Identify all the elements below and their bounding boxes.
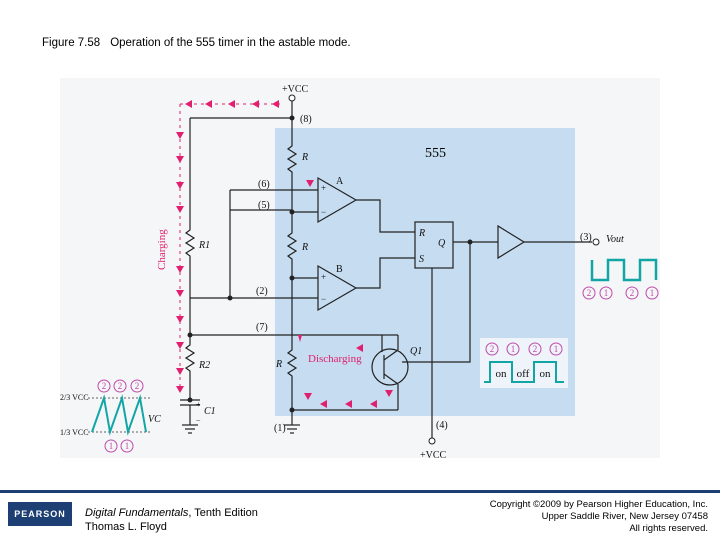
- vcc-bottom-label: +VCC: [420, 450, 447, 461]
- pin-5-label: (5): [258, 200, 270, 211]
- pin-2-label: (2): [256, 286, 268, 297]
- cap-bottom-1: 1: [109, 441, 114, 451]
- book-credit: Digital Fundamentals, Tenth Edition Thom…: [85, 506, 258, 534]
- pearson-logo: PEARSON: [8, 502, 72, 526]
- comparator-b-label: B: [336, 264, 343, 275]
- figure-number: Figure 7.58: [42, 37, 101, 49]
- comp-a-plus: +: [321, 183, 326, 193]
- upper-threshold-label: 2/3 VCC: [60, 393, 89, 402]
- box-label-2: 1: [511, 344, 516, 354]
- ff-q-label: Q: [438, 238, 446, 249]
- vc-label: VC: [148, 414, 161, 425]
- ff-s-label: S: [419, 254, 424, 265]
- box-label-3: 2: [533, 344, 538, 354]
- comp-b-plus: +: [321, 272, 326, 282]
- pin-7-label: (7): [256, 322, 268, 333]
- vcc-top-label: +VCC: [282, 84, 309, 95]
- comparator-a-label: A: [336, 176, 344, 187]
- pin-3-label: (3): [580, 232, 592, 243]
- box-label-1: 2: [490, 344, 495, 354]
- output-waveform: [590, 258, 658, 282]
- out-label-4: 1: [650, 288, 655, 298]
- pin-4-label: (4): [436, 420, 448, 431]
- figure-title: Operation of the 555 timer in the astabl…: [110, 37, 351, 49]
- discharging-label: Discharging: [308, 353, 362, 365]
- on-label-1: on: [496, 368, 508, 380]
- copyright-line-3: All rights reserved.: [629, 523, 708, 534]
- cap-bottom-2: 1: [125, 441, 130, 451]
- output-circle-labels: [582, 286, 659, 300]
- box-label-4: 1: [554, 344, 559, 354]
- capacitor-waveform: [91, 394, 147, 436]
- book-edition: , Tenth Edition: [188, 507, 258, 519]
- copyright-notice: Copyright ©2009 by Pearson Higher Educat…: [490, 499, 708, 535]
- comp-a-minus: −: [321, 207, 326, 217]
- pin-1-label: (1): [274, 423, 286, 434]
- off-label: off: [517, 368, 530, 380]
- transistor-label: Q1: [410, 346, 422, 357]
- cap-top-1: 2: [102, 381, 107, 391]
- astable-circuit-diagram: 555: [60, 78, 660, 461]
- on-label-2: on: [540, 368, 552, 380]
- cap-top-2: 2: [118, 381, 123, 391]
- out-label-1: 2: [587, 288, 592, 298]
- footer-rule: [0, 490, 720, 493]
- ff-r-label: R: [418, 228, 425, 239]
- c1-plus-sign: +: [196, 400, 201, 409]
- chip-label: 555: [425, 146, 446, 161]
- c1-label: C1: [204, 406, 216, 417]
- internal-r2-label: R: [301, 242, 308, 253]
- c1-minus-sign: −: [196, 416, 201, 425]
- pin-6-label: (6): [258, 179, 270, 190]
- internal-r1-label: R: [301, 152, 308, 163]
- cap-top-3: 2: [135, 381, 140, 391]
- out-label-3: 2: [630, 288, 635, 298]
- copyright-line-2: Upper Saddle River, New Jersey 07458: [541, 511, 708, 522]
- charging-label: Charging: [156, 229, 168, 270]
- vout-label: Vout: [606, 234, 624, 245]
- pin-8-label: (8): [300, 114, 312, 125]
- internal-r3-label: R: [275, 359, 282, 370]
- comp-b-minus: −: [321, 294, 326, 304]
- copyright-line-1: Copyright ©2009 by Pearson Higher Educat…: [489, 499, 708, 510]
- lower-threshold-label: 1/3 VCC: [60, 428, 89, 437]
- book-title: Digital Fundamentals: [85, 507, 189, 519]
- r2-label: R2: [198, 360, 210, 371]
- out-label-2: 1: [604, 288, 609, 298]
- book-author: Thomas L. Floyd: [85, 521, 167, 533]
- figure-caption: Figure 7.58 Operation of the 555 timer in…: [42, 37, 351, 49]
- r1-label: R1: [198, 240, 210, 251]
